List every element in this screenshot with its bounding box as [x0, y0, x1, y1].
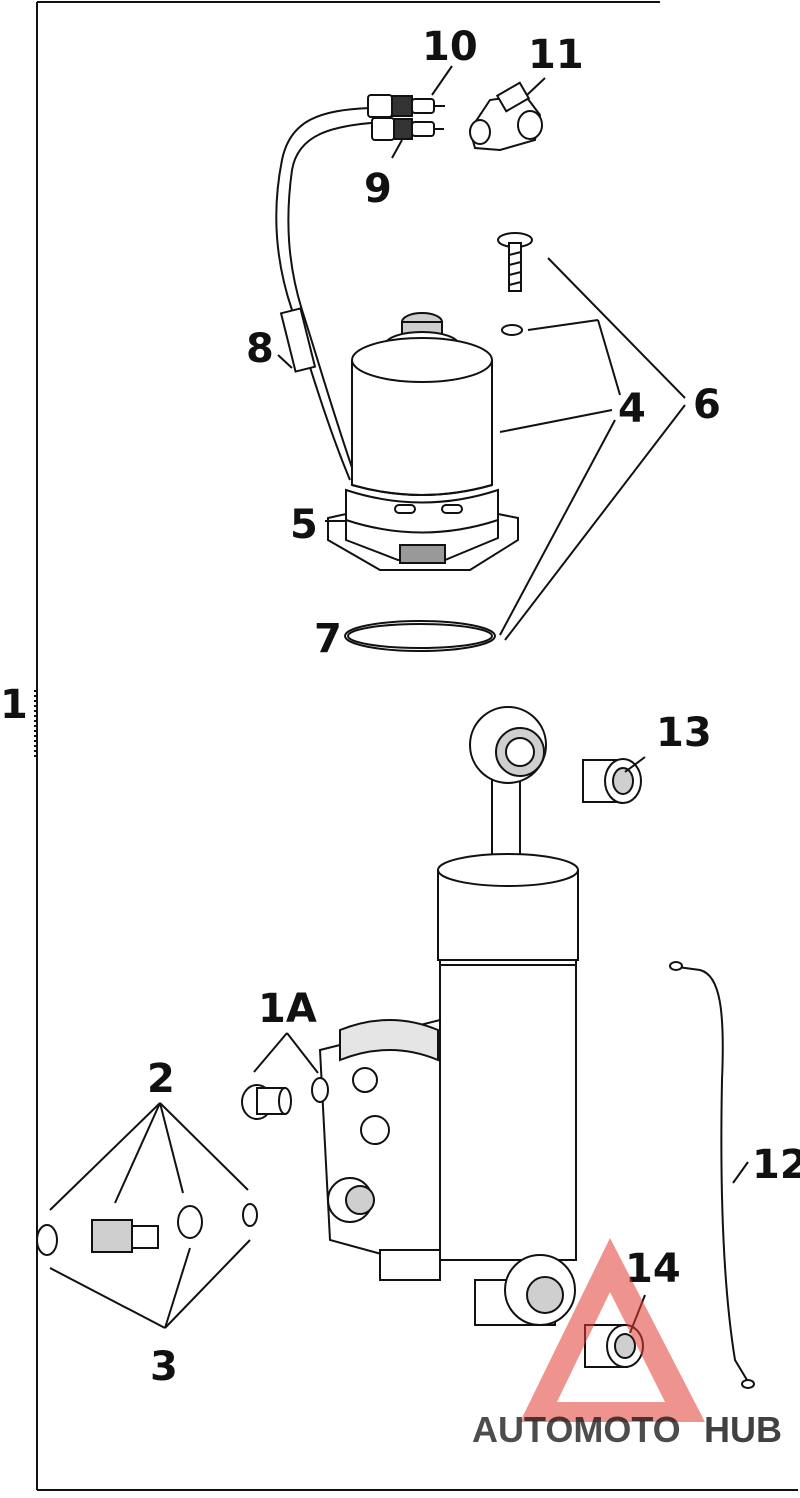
- callouts: 1 1A 2 3 4 5 6 7 8 9 10 11 12 13 14: [0, 24, 800, 1390]
- motor-part-4: [327, 312, 519, 571]
- screw: [497, 232, 533, 292]
- connector-part-9: [371, 117, 444, 141]
- callout-8: 8: [246, 326, 274, 372]
- leader-lines: [49, 65, 749, 1334]
- watermark-text-1: AUTOMOTO: [472, 1409, 681, 1450]
- callout-12: 12: [752, 1142, 800, 1188]
- trim-cylinder: [318, 706, 579, 1326]
- callout-5: 5: [290, 502, 318, 548]
- callout-7: 7: [314, 616, 342, 662]
- callout-3: 3: [150, 1344, 178, 1390]
- watermark-triangle-icon: [520, 1238, 705, 1422]
- bushing-part-13: [582, 758, 642, 804]
- callout-2: 2: [147, 1056, 175, 1102]
- callout-1: 1: [0, 682, 28, 728]
- callout-4: 4: [618, 386, 646, 432]
- callout-9: 9: [364, 166, 392, 212]
- callout-10: 10: [422, 24, 478, 70]
- watermark: AUTOMOTO HUB: [472, 1238, 782, 1450]
- valve-part-2: [36, 1203, 258, 1256]
- callout-6: 6: [693, 382, 721, 428]
- o-ring-part-7: [344, 620, 496, 652]
- callout-1a: 1A: [258, 986, 317, 1032]
- connector-part-10: [367, 94, 445, 118]
- watermark-text-2: HUB: [704, 1409, 782, 1450]
- wire-harness: [275, 107, 386, 486]
- ground-wire-part-12: [669, 961, 755, 1389]
- clip-part-11: [468, 81, 543, 152]
- callout-14: 14: [625, 1246, 681, 1292]
- washer: [501, 324, 523, 336]
- plug-part-1a: [241, 1077, 329, 1120]
- callout-11: 11: [528, 32, 584, 78]
- callout-13: 13: [656, 710, 712, 756]
